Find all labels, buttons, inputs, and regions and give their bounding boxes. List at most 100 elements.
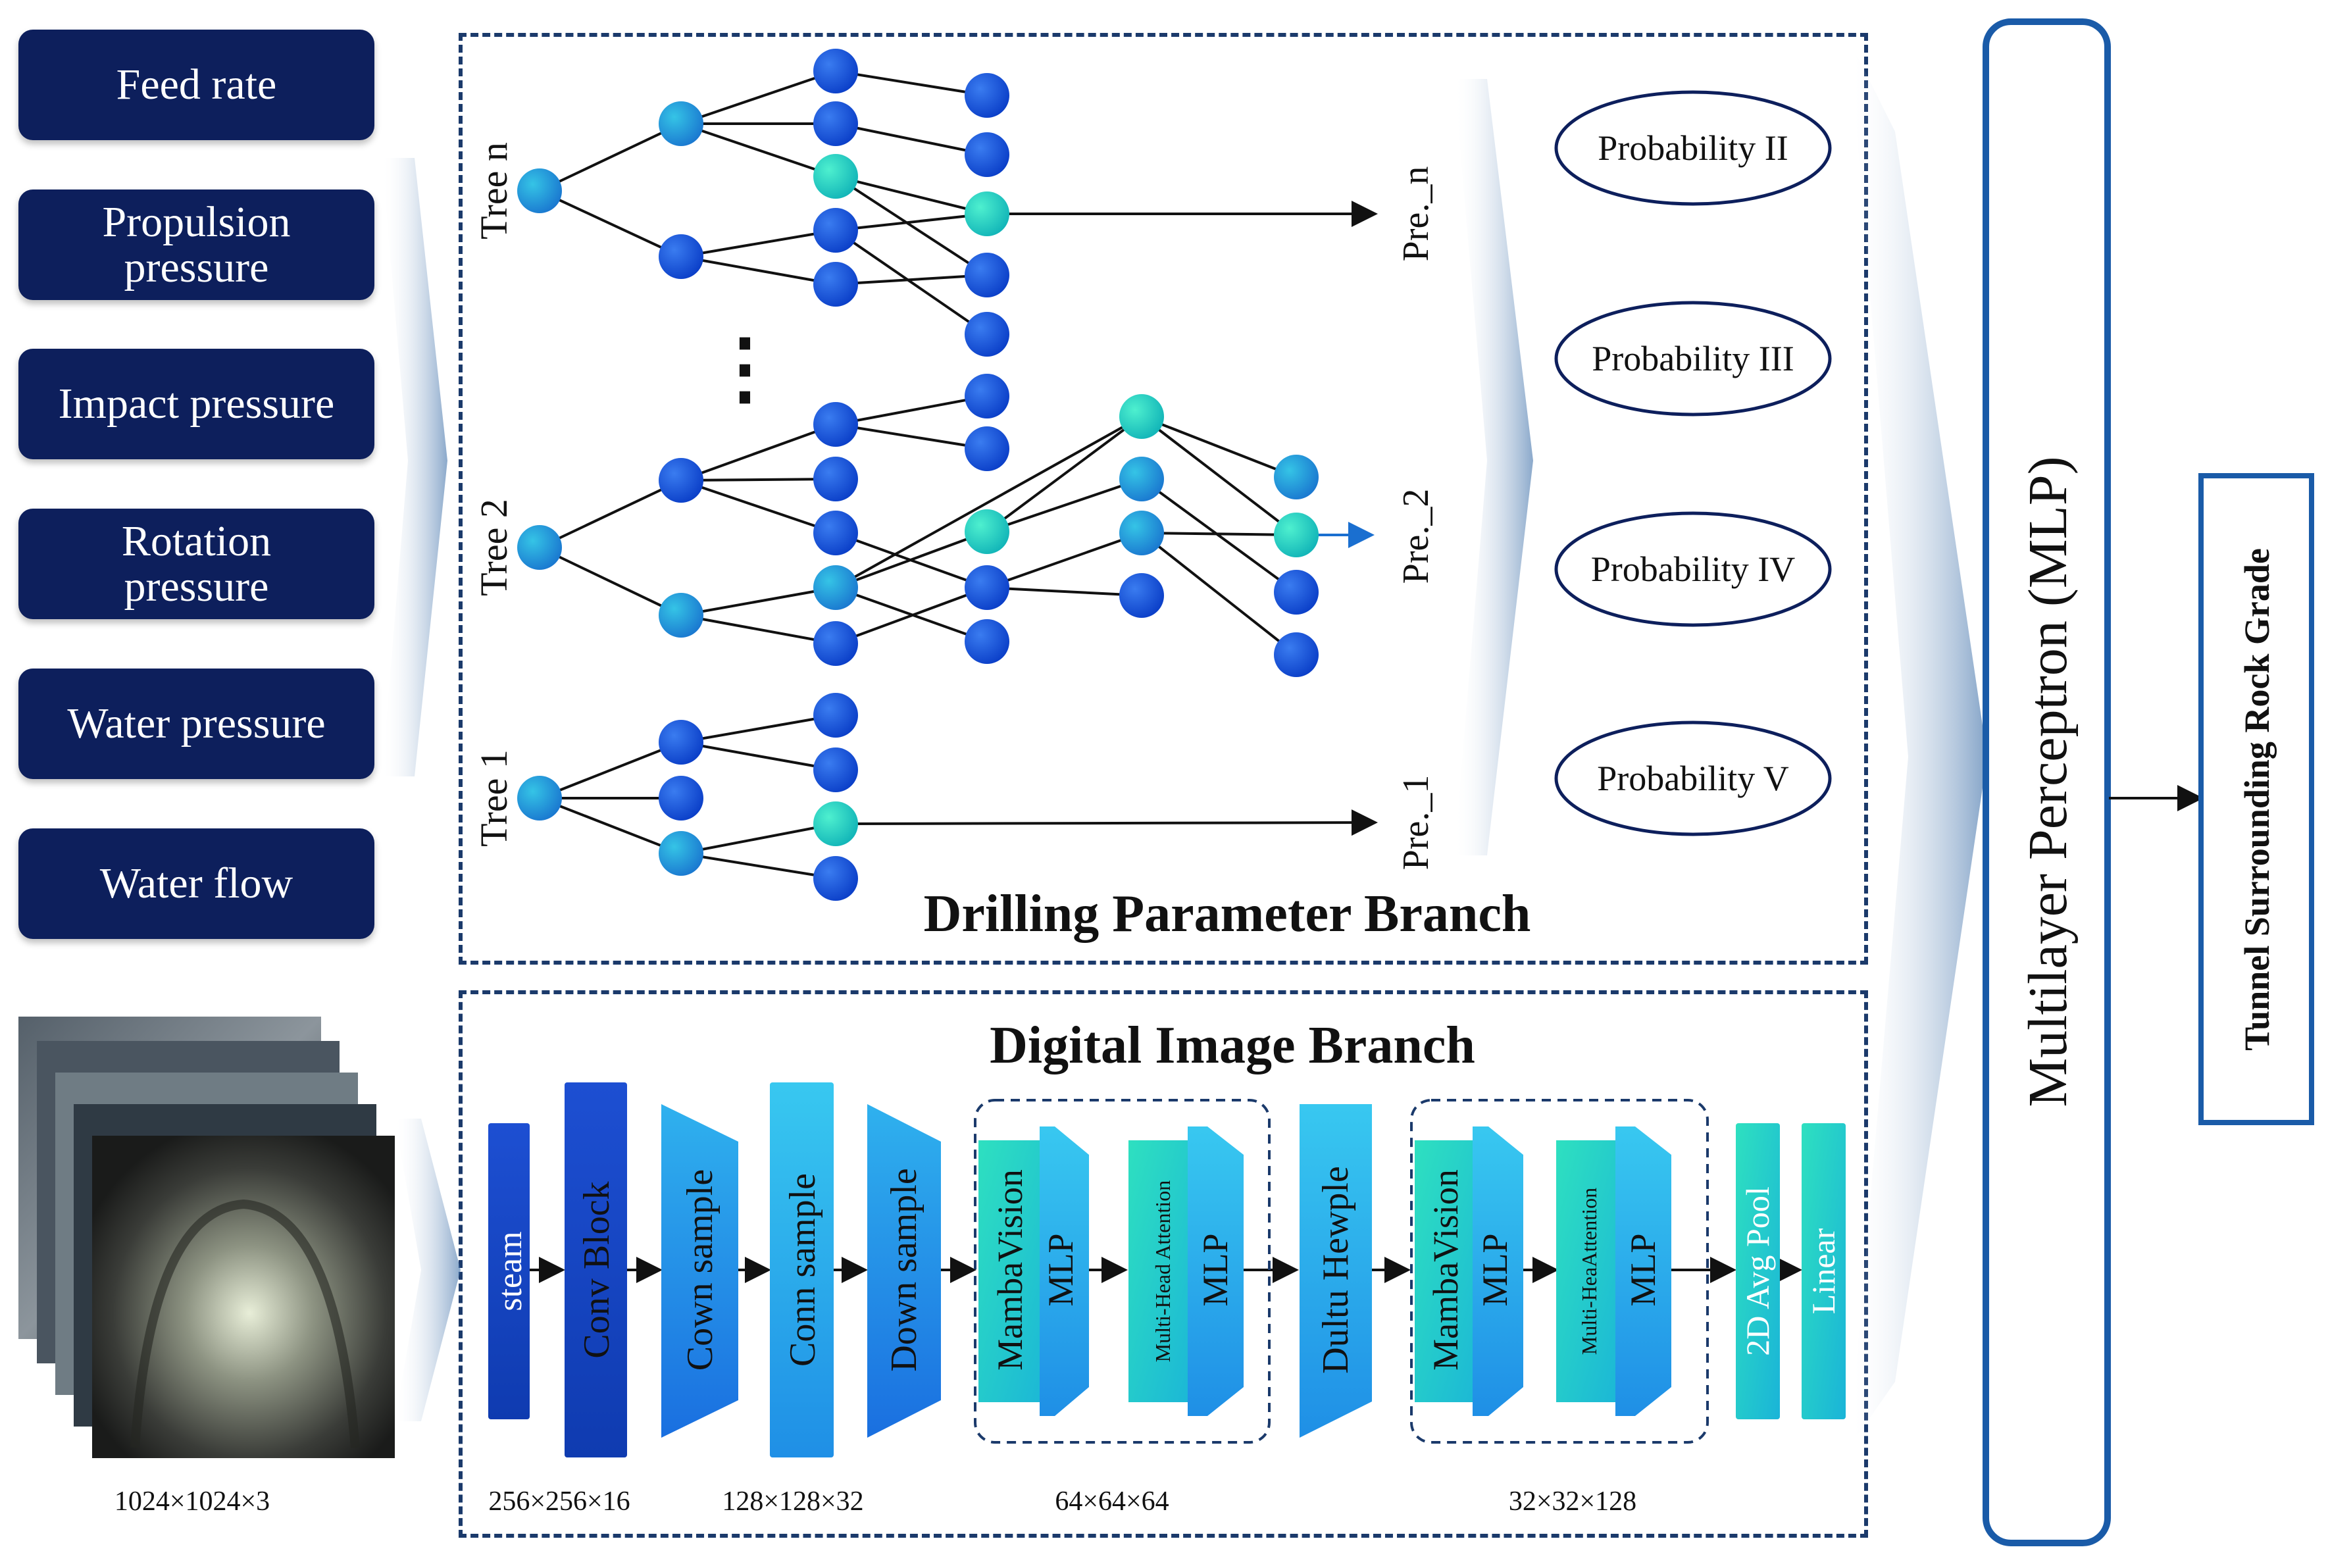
cown-sample-label: Cown sample	[680, 1169, 721, 1371]
tree-edges	[539, 70, 1378, 880]
tunnel-image-stack	[18, 1017, 395, 1458]
image-branch-title: Digital Image Branch	[990, 1017, 1475, 1075]
input-feed-rate: Feed rate	[18, 30, 374, 140]
tree-node	[1274, 570, 1319, 615]
mlp-label-1: MLP	[1041, 1233, 1080, 1306]
cown-sample-block	[661, 1104, 738, 1438]
tree-1-label: Tree 1	[472, 749, 515, 847]
mambavision-label-2: MambaVision	[1426, 1169, 1465, 1371]
dultu-block	[1300, 1104, 1372, 1438]
conv-block	[565, 1082, 627, 1457]
avg-pool-block	[1736, 1123, 1780, 1419]
tree-node	[659, 593, 703, 638]
linear-block	[1802, 1123, 1846, 1419]
output-label: Tunnel Surrounding Rock Grade	[2237, 548, 2277, 1051]
tree-node	[1274, 455, 1319, 499]
tree-ellipsis: ⋮	[705, 324, 784, 412]
tree-node	[813, 208, 858, 253]
tree-node	[813, 511, 858, 555]
mlp-label-2: MLP	[1196, 1233, 1235, 1306]
mlp-block-2	[1188, 1126, 1244, 1416]
dim-label: 128×128×32	[722, 1486, 863, 1517]
image-size-label: 1024×1024×3	[114, 1486, 270, 1517]
mlp-block-4	[1615, 1126, 1671, 1416]
mlp-block-1	[1040, 1126, 1089, 1416]
probability-ellipse	[1554, 721, 1832, 836]
mlp-block-3	[1473, 1126, 1523, 1416]
tree-node	[813, 801, 858, 846]
conn-sample-label: Conn sample	[782, 1173, 823, 1367]
flow-arrow-images	[395, 1119, 461, 1421]
tree-node	[965, 426, 1009, 471]
mamba-group-2	[1410, 1099, 1709, 1444]
tree-node	[1119, 511, 1164, 555]
pred-1-label: Pre._1	[1396, 775, 1436, 871]
mlp-label-3: MLP	[1475, 1233, 1515, 1306]
tree-node	[1274, 632, 1319, 677]
tree-nodes	[517, 49, 1319, 901]
drilling-branch-title: Drilling Parameter Branch	[924, 885, 1531, 943]
pred-n-label: Pre._n	[1396, 166, 1436, 262]
tree-node	[813, 154, 858, 199]
steam-block	[488, 1123, 530, 1419]
input-water-pressure: Water pressure	[18, 669, 374, 779]
tree-node	[517, 168, 562, 213]
tree-node	[813, 262, 858, 307]
tree-node	[965, 565, 1009, 610]
input-propulsion-pressure: Propulsion pressure	[18, 190, 374, 300]
tree-node	[813, 856, 858, 901]
probability-ellipses: Probability II Probability III Probabili…	[1554, 90, 1832, 836]
tree-node	[659, 234, 703, 279]
tree-node	[965, 191, 1009, 236]
flow-arrow-probabilities	[1454, 79, 1533, 855]
tree-node	[1119, 457, 1164, 501]
dultu-label: Dultu Hewple	[1315, 1166, 1356, 1374]
tree-node	[659, 776, 703, 821]
tree-node	[1119, 573, 1164, 618]
tree-node	[965, 374, 1009, 418]
input-water-flow: Water flow	[18, 828, 374, 939]
tree-node	[659, 831, 703, 876]
tree-node	[1119, 394, 1164, 439]
input-impact-pressure: Impact pressure	[18, 349, 374, 459]
mamba-group-1	[974, 1099, 1271, 1444]
mlp-label-4: MLP	[1623, 1233, 1663, 1306]
tree-node	[965, 132, 1009, 177]
probability-label: Probability V	[1597, 759, 1789, 798]
tree-node	[1274, 513, 1319, 557]
tree-node	[965, 73, 1009, 118]
mha-label-2: Multi-HeaAttention	[1577, 1188, 1601, 1355]
probability-label: Probability II	[1598, 128, 1788, 168]
tree-node	[813, 49, 858, 93]
flow-arrow-inputs	[382, 158, 447, 776]
tree-node	[965, 253, 1009, 297]
conv-block-label: Conv Block	[576, 1181, 617, 1358]
tree-node	[813, 747, 858, 792]
dim-label: 32×32×128	[1509, 1486, 1636, 1517]
flow-arrow-to-mlp	[1849, 39, 1987, 1448]
tree-node	[965, 509, 1009, 554]
probability-ellipse	[1554, 301, 1832, 417]
pred-2-label: Pre._2	[1396, 489, 1436, 584]
avg-pool-label: 2D Avg Pool	[1739, 1186, 1776, 1355]
tree-node	[813, 565, 858, 610]
probability-label: Probability IV	[1591, 549, 1795, 589]
probability-ellipse	[1554, 90, 1832, 206]
conn-sample-block	[770, 1082, 834, 1457]
probability-ellipse	[1554, 511, 1832, 627]
dim-label: 256×256×16	[488, 1486, 630, 1517]
tree-node	[813, 621, 858, 666]
tree-node	[659, 720, 703, 765]
dim-label: 64×64×64	[1055, 1486, 1169, 1517]
input-rotation-pressure: Rotation pressure	[18, 509, 374, 619]
tree-n-label: Tree n	[472, 142, 515, 240]
tree-node	[965, 312, 1009, 357]
mha-label-1: Multi-Head Attention	[1151, 1180, 1175, 1362]
down-sample-label: Down sample	[884, 1168, 924, 1372]
drilling-branch-frame	[459, 33, 1868, 965]
tree-node	[659, 458, 703, 503]
mlp-tall-label: Multilayer Perceptron (MLP)	[2017, 456, 2079, 1107]
mlp-tall-box	[1983, 18, 2111, 1546]
